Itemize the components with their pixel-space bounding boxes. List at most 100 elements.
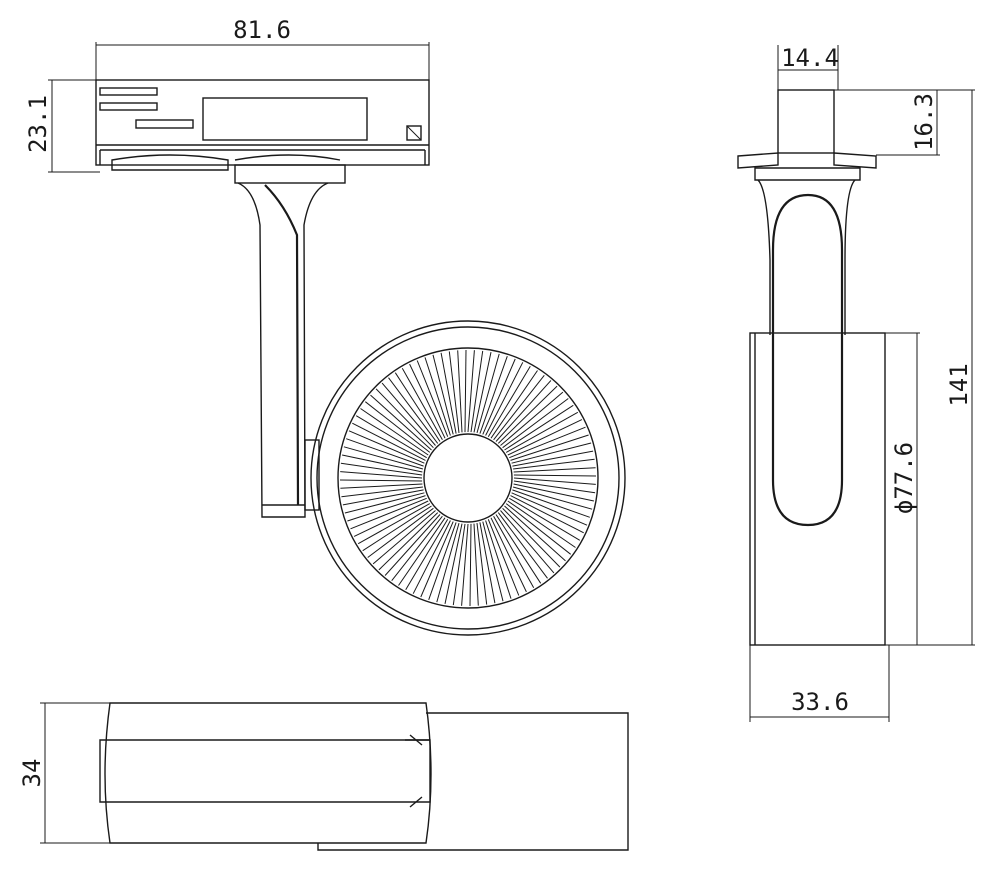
dimension-81-6: 81.6 <box>95 16 430 80</box>
heatsink-fin <box>509 426 586 459</box>
heatsink-fin <box>507 419 583 456</box>
dimension-14-4: 14.4 <box>777 44 839 90</box>
heatsink-fin <box>420 521 454 598</box>
heatsink-fin <box>346 438 424 467</box>
heatsink-fin <box>355 415 427 459</box>
heatsink-fin <box>401 367 443 441</box>
heatsink-fin <box>370 394 432 451</box>
heatsink-fin <box>444 523 463 605</box>
heatsink-fin <box>350 497 427 530</box>
heatsink-fin <box>375 388 434 449</box>
heatsink-fin <box>495 380 552 442</box>
heatsink-fin <box>470 350 484 433</box>
dimension-label-81-6: 81.6 <box>233 16 291 44</box>
heatsink-fin <box>482 358 516 435</box>
heatsink-fin <box>505 411 579 453</box>
heatsink-fin <box>352 422 426 461</box>
heatsink-fin <box>340 483 423 489</box>
dimension-34: 34 <box>18 702 110 844</box>
heatsink-fin <box>476 523 488 605</box>
heatsink-fin <box>364 401 431 453</box>
heatsink-fin <box>353 500 429 537</box>
heatsink-fin <box>394 372 441 442</box>
heatsink-fin <box>490 370 538 439</box>
heatsink-fin <box>467 350 475 433</box>
heatsink-fin <box>513 474 597 477</box>
heatsink-fin <box>405 519 449 591</box>
heatsink-fin <box>502 507 561 568</box>
heatsink-fin <box>482 521 504 602</box>
dimension-16-3: 16.3 <box>834 89 975 156</box>
heatsink-fin <box>490 517 527 593</box>
heatsink-fins <box>339 349 597 607</box>
heatsink-fin <box>340 462 423 476</box>
heatsink-fin <box>340 471 423 479</box>
heatsink-fin <box>342 489 424 506</box>
heatsink-fin <box>391 515 443 582</box>
heatsink-fin <box>504 404 574 451</box>
heatsink-fin <box>510 495 584 534</box>
heatsink-fin <box>381 382 436 446</box>
heatsink-fin <box>384 514 441 576</box>
dimension-label-141: 141 <box>945 363 973 406</box>
heatsink-fin <box>348 430 425 464</box>
heatsink-fin <box>412 520 451 594</box>
dimension-141: 141 <box>885 90 975 646</box>
lamp-head <box>310 320 626 636</box>
heatsink-fin <box>487 519 520 596</box>
heatsink-fin <box>448 351 460 433</box>
heatsink-fin <box>339 479 423 482</box>
heatsink-fin <box>513 483 595 502</box>
heatsink-fin <box>372 510 436 565</box>
dimension-label-34: 34 <box>18 759 46 788</box>
heatsink-fin <box>424 357 451 436</box>
heatsink-fin <box>360 408 429 456</box>
dimension-33-6: 33.6 <box>749 645 890 722</box>
heatsink-fin <box>487 365 531 437</box>
mounting-arm <box>234 164 346 518</box>
heatsink-fin <box>367 507 434 558</box>
heatsink-fin <box>479 356 508 434</box>
heatsink-fin <box>344 492 425 514</box>
heatsink-fin <box>440 352 457 434</box>
heatsink-fin <box>512 486 593 510</box>
dimension-label-14-4: 14.4 <box>781 44 839 72</box>
heatsink-fin <box>357 503 431 545</box>
heatsink-fin <box>469 523 472 607</box>
heatsink-fin <box>510 434 589 461</box>
heatsink-fin <box>464 349 467 433</box>
heatsink-fin <box>388 377 439 444</box>
dimension-label-diameter-77-6: ϕ77.6 <box>890 442 918 514</box>
dimension-diameter-77-6: ϕ77.6 <box>885 332 920 646</box>
heatsink-fin <box>493 374 545 441</box>
heatsink-fin <box>500 510 555 574</box>
front-view <box>95 79 626 636</box>
heatsink-fin <box>476 353 500 434</box>
heatsink-fin <box>416 360 449 437</box>
heatsink-fin <box>341 454 423 473</box>
dimension-label-16-3: 16.3 <box>910 93 938 151</box>
heatsink-fin <box>513 467 596 473</box>
heatsink-fin <box>505 503 572 555</box>
track-adapter <box>95 79 430 171</box>
heatsink-fin <box>511 442 592 464</box>
heatsink-fin <box>500 391 564 446</box>
heatsink-fin <box>485 362 524 436</box>
heatsink-fin <box>479 522 496 604</box>
dimension-label-23-1: 23.1 <box>24 95 52 153</box>
heatsink-fin <box>343 446 424 470</box>
heatsink-fin <box>461 523 469 606</box>
dimension-label-33-6: 33.6 <box>791 688 849 716</box>
heatsink-fin <box>497 385 558 444</box>
heatsink-fin <box>511 492 588 526</box>
heatsink-fin <box>512 450 594 467</box>
heatsink-fin <box>362 505 432 552</box>
heatsink-fin <box>512 489 590 518</box>
top-view <box>99 702 629 851</box>
heatsink-fin <box>398 517 446 586</box>
heatsink-fin <box>513 458 595 470</box>
heatsink-fin <box>497 512 548 579</box>
heatsink-fin <box>428 522 457 600</box>
heatsink-fin <box>513 477 596 485</box>
